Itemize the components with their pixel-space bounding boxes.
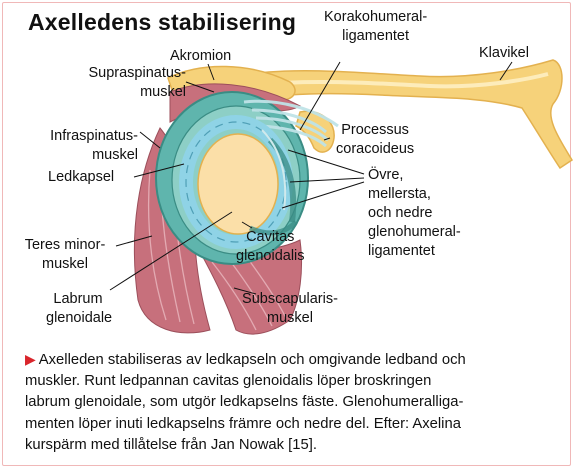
- label-ledkapsel: Ledkapsel: [48, 168, 114, 187]
- label-infraspinatus: Infraspinatus- muskel: [6, 127, 138, 165]
- label-subscapularis: Subscapularis- muskel: [234, 290, 346, 328]
- figure-caption: ▶Axelleden stabiliseras av ledkapseln oc…: [25, 349, 553, 456]
- cavitas-glenoidalis: [198, 134, 278, 234]
- label-glenohumeral-ligaments: Övre, mellersta, och nedre glenohumeral-…: [368, 166, 461, 261]
- caption-marker-icon: ▶: [25, 351, 36, 367]
- diagram-title: Axelledens stabilisering: [28, 9, 296, 36]
- label-teres-minor: Teres minor- muskel: [14, 236, 116, 274]
- label-processus-coracoideus: Processus coracoideus: [336, 121, 414, 159]
- label-labrum-glenoidale: Labrum glenoidale: [46, 290, 110, 328]
- label-klavikel: Klavikel: [479, 44, 529, 63]
- label-supraspinatus: Supraspinatus- muskel: [62, 64, 186, 102]
- label-coracohumeral-ligament: Korakohumeral- ligamentet: [324, 8, 427, 46]
- label-cavitas-glenoidalis: Cavitas glenoidalis: [236, 228, 305, 266]
